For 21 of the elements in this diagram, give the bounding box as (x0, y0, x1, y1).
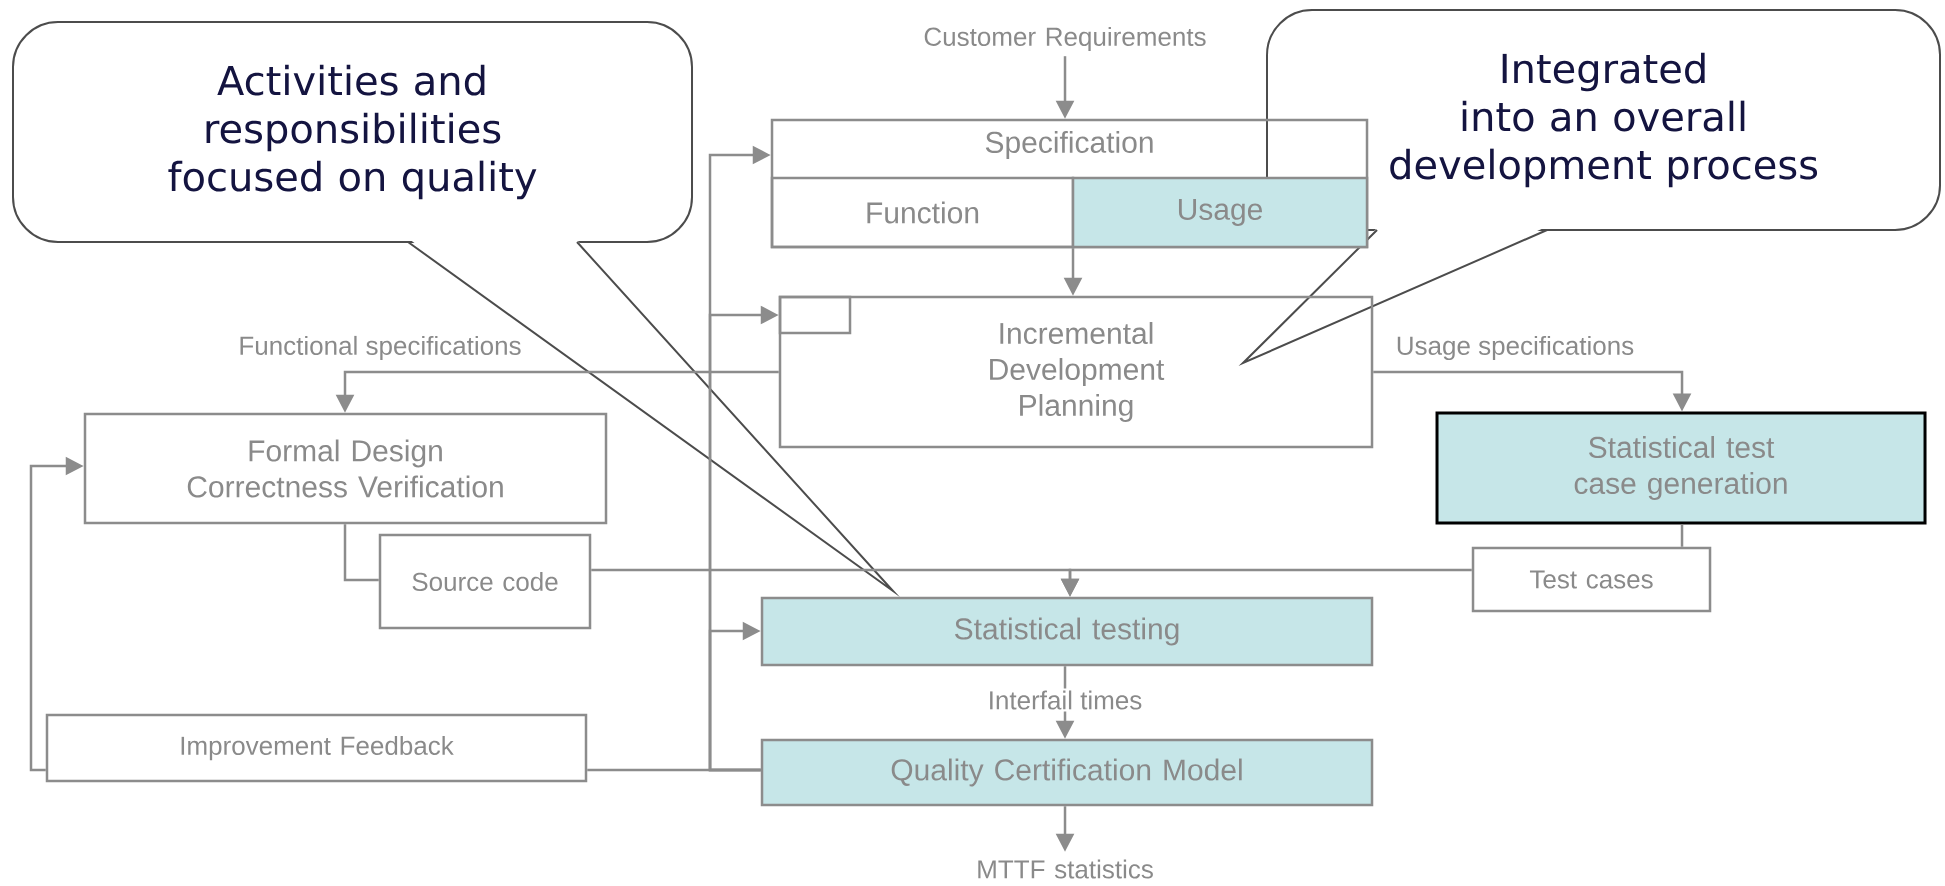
edge-label: Functional specifications (236, 333, 524, 363)
connector-line (343, 524, 379, 582)
process-box: Statistical test case generation (1435, 411, 1927, 525)
process-box: Incremental Development Planning (778, 295, 1374, 449)
arrow (708, 621, 761, 772)
output-label: MTTF statistics (978, 859, 1153, 879)
speech-bubble: Activities and responsibilities focused on quality (12, 21, 693, 243)
artifact-box: Test cases (1471, 546, 1712, 613)
function-cell: Function (770, 176, 1075, 249)
input-label: Customer Requirements (924, 26, 1206, 52)
process-box: Statistical testing (760, 596, 1374, 667)
edge-label: Usage specifications (1393, 333, 1637, 363)
artifact-box: Source code (378, 533, 592, 630)
feedback-box: Improvement Feedback (45, 713, 588, 783)
process-box: Formal Design Correctness Verification (83, 412, 608, 525)
process-box: Quality Certification Model (760, 738, 1374, 807)
connector-line (1680, 524, 1684, 547)
usage-cell: Usage (1071, 176, 1369, 249)
edge-label: Interfail times (985, 688, 1145, 712)
speech-bubble: Integrated into an overall development process (1266, 9, 1942, 231)
small-box (778, 295, 852, 335)
